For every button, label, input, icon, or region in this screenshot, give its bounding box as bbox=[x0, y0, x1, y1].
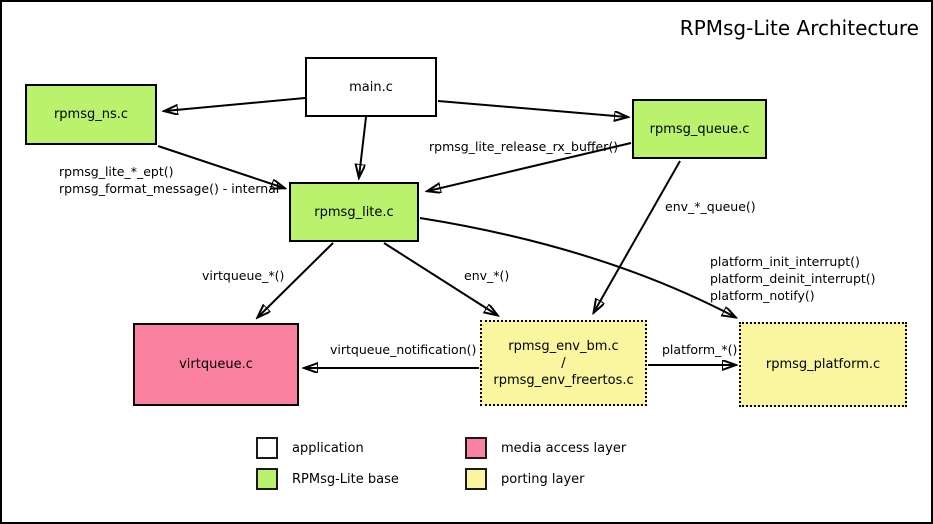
legend-item-application: application bbox=[256, 437, 364, 459]
legend-label-application: application bbox=[292, 440, 364, 456]
edge-label-platform-init: platform_init_interrupt() bbox=[710, 254, 860, 269]
legend-swatch-media-access-layer bbox=[465, 437, 487, 459]
edge-label-platform-fns: platform_*() bbox=[662, 342, 738, 357]
node-rpmsg-env-line3: rpmsg_env_freertos.c bbox=[493, 372, 634, 388]
diagram-title: RPMsg-Lite Architecture bbox=[679, 16, 919, 40]
legend-label-media-access-layer: media access layer bbox=[501, 440, 627, 456]
arrow-main-to-rpmsg-ns bbox=[165, 97, 306, 111]
arrow-rpmsg-lite-to-rpmsg-env bbox=[383, 242, 497, 315]
node-rpmsg-ns-c-label: rpmsg_ns.c bbox=[53, 107, 129, 122]
node-rpmsg-lite-c-label: rpmsg_lite.c bbox=[314, 204, 394, 220]
node-rpmsg-queue-c-label: rpmsg_queue.c bbox=[649, 121, 750, 137]
edge-label-platform-deinit: platform_deinit_interrupt() bbox=[710, 271, 876, 286]
edge-label-ept: rpmsg_lite_*_ept() rpmsg_format_message(… bbox=[59, 163, 279, 197]
node-rpmsg-env-line1: rpmsg_env_bm.c bbox=[508, 338, 619, 354]
arrow-main-to-rpmsg-queue bbox=[437, 100, 627, 117]
arrow-rpmsg-lite-to-rpmsg-platform bbox=[419, 217, 735, 317]
node-rpmsg-env-line2: / bbox=[561, 355, 566, 371]
edge-label-env-fns: env_*() bbox=[464, 268, 510, 283]
edge-label-release-rx-buffer: rpmsg_lite_release_rx_buffer() bbox=[429, 139, 619, 154]
edge-label-platform-notify: platform_notify() bbox=[710, 288, 815, 303]
legend-label-rpmsg-lite-base: RPMsg-Lite base bbox=[292, 471, 399, 487]
legend-swatch-rpmsg-lite-base bbox=[256, 468, 278, 490]
arrow-main-to-rpmsg-lite bbox=[359, 116, 367, 177]
arrow-rpmsg-lite-to-virtqueue bbox=[258, 242, 334, 317]
arrow-rpmsg-queue-to-rpmsg-lite bbox=[428, 142, 632, 191]
legend-item-porting-layer: porting layer bbox=[465, 468, 585, 490]
node-main-c: main.c bbox=[305, 57, 437, 117]
edge-label-virtqueue-fns: virtqueue_*() bbox=[202, 268, 285, 283]
legend-item-rpmsg-lite-base: RPMsg-Lite base bbox=[256, 468, 399, 490]
edge-label-ept-line1: rpmsg_lite_*_ept() bbox=[59, 164, 174, 179]
legend-swatch-porting-layer bbox=[465, 468, 487, 490]
legend-item-media-access-layer: media access layer bbox=[465, 437, 626, 459]
legend-label-porting-layer: porting layer bbox=[501, 471, 585, 487]
legend-swatch-application bbox=[256, 437, 278, 459]
node-rpmsg-platform-c: rpmsg_platform.c bbox=[739, 322, 907, 407]
node-rpmsg-queue-c: rpmsg_queue.c bbox=[632, 99, 767, 159]
node-rpmsg-lite-c: rpmsg_lite.c bbox=[289, 182, 419, 242]
arrow-rpmsg-queue-to-rpmsg-env bbox=[594, 160, 681, 312]
node-virtqueue-c-label: virtqueue.c bbox=[179, 357, 253, 372]
edge-label-virtqueue-notification: virtqueue_notification() bbox=[330, 342, 477, 357]
arrow-rpmsg-ns-to-rpmsg-lite bbox=[157, 145, 284, 188]
node-rpmsg-env-c: rpmsg_env_bm.c / rpmsg_env_freertos.c bbox=[480, 320, 647, 406]
edge-label-ept-line2: rpmsg_format_message() - internal bbox=[59, 181, 280, 196]
node-main-c-label: main.c bbox=[349, 79, 393, 95]
edge-label-env-queue: env_*_queue() bbox=[665, 199, 756, 214]
node-rpmsg-ns-c: rpmsg_ns.c bbox=[25, 84, 157, 145]
node-virtqueue-c: virtqueue.c bbox=[133, 323, 299, 406]
edge-label-platform-interrupts: platform_init_interrupt() platform_deini… bbox=[710, 253, 876, 304]
node-rpmsg-platform-c-label: rpmsg_platform.c bbox=[765, 357, 881, 372]
